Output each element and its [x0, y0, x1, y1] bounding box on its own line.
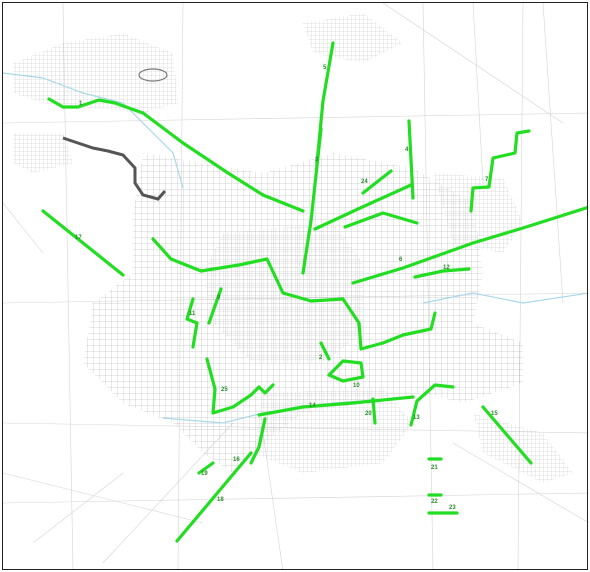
dark-path	[62, 136, 167, 201]
route-label: 18	[217, 497, 224, 503]
route-13b[interactable]	[175, 451, 253, 543]
route-7[interactable]	[469, 129, 531, 213]
route-18[interactable]	[249, 417, 267, 465]
route-9[interactable]	[151, 237, 437, 351]
route-8[interactable]	[207, 287, 223, 325]
route-16[interactable]	[481, 405, 533, 465]
route-20[interactable]	[371, 397, 377, 425]
route-19[interactable]	[197, 461, 215, 475]
route-label: 16	[233, 457, 240, 463]
route-14[interactable]	[257, 395, 415, 417]
route-24[interactable]	[313, 183, 413, 231]
route-11[interactable]	[413, 267, 471, 279]
route-label: 4	[405, 147, 409, 153]
route-label: 19	[201, 471, 208, 477]
route-25[interactable]	[205, 357, 275, 415]
route-labels: 1 2 3 4 5 6 7 9 10 11 12 13 14 15 16 17 …	[75, 65, 498, 511]
route-1[interactable]	[47, 97, 305, 213]
route-15[interactable]	[185, 297, 199, 349]
route-label: 1	[79, 101, 83, 107]
route-label: 11	[189, 311, 196, 317]
route-12[interactable]	[343, 211, 419, 229]
route-10[interactable]	[327, 359, 365, 383]
route-overlay	[41, 41, 588, 543]
route-label: 5	[323, 65, 327, 71]
route-6[interactable]	[351, 205, 588, 285]
route-13[interactable]	[409, 383, 455, 427]
route-5[interactable]	[315, 41, 335, 165]
route-label: 2	[319, 355, 323, 361]
route-label: 20	[365, 411, 372, 417]
route-24b[interactable]	[361, 169, 393, 195]
route-label: 10	[353, 383, 360, 389]
route-label: 21	[431, 465, 438, 471]
route-label: 3	[315, 157, 319, 163]
city-map[interactable]: 1 2 3 4 5 6 7 9 10 11 12 13 14 15 16 17 …	[3, 3, 588, 570]
route-label: 9	[217, 295, 221, 301]
route-label: 7	[485, 177, 489, 183]
route-2[interactable]	[319, 341, 331, 361]
route-label: 22	[431, 499, 438, 505]
route-label: 24	[361, 179, 368, 185]
track-oval	[138, 68, 168, 82]
route-label: 12	[443, 265, 450, 271]
route-label: 15	[491, 411, 498, 417]
route-label: 23	[449, 505, 456, 511]
route-label: 6	[399, 257, 403, 263]
route-17[interactable]	[41, 209, 125, 277]
route-label: 13	[413, 415, 420, 421]
route-label: 17	[75, 235, 82, 241]
route-label: 25	[221, 387, 228, 393]
route-label: 14	[309, 403, 316, 409]
